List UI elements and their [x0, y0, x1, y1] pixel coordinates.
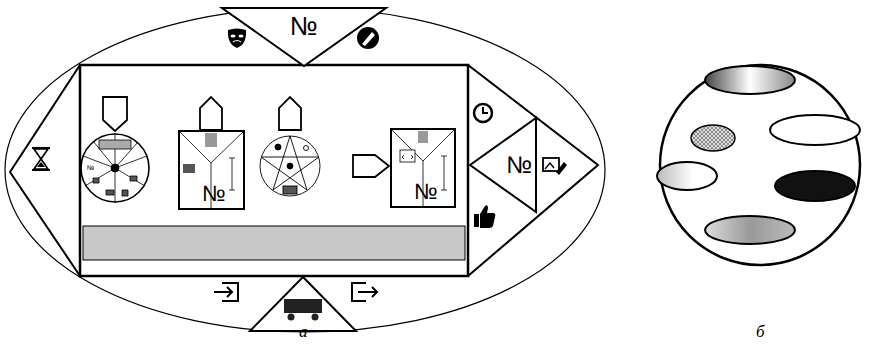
right-triangle: №	[470, 118, 536, 212]
grey-band	[83, 226, 465, 260]
hourglass-icon	[32, 148, 50, 170]
top-triangle: №	[222, 8, 386, 66]
square-box: №	[390, 128, 456, 208]
circle-segments	[83, 133, 147, 203]
part-label-holder: а	[299, 322, 308, 342]
cart-icon	[284, 299, 322, 321]
pointer-arrow	[103, 97, 127, 131]
main-rectangle	[80, 65, 468, 276]
part-label: а	[299, 322, 308, 341]
oval	[691, 125, 735, 151]
oval	[657, 162, 717, 190]
number-sign: №	[414, 180, 438, 204]
square-box: №	[178, 130, 245, 210]
pen-icon	[357, 27, 379, 49]
square-decor	[178, 130, 245, 210]
mask-icon	[228, 29, 246, 49]
square-decor	[390, 128, 456, 208]
pointer-arrow	[353, 155, 389, 177]
part-label-holder: б	[756, 322, 765, 342]
pointer-arrow	[200, 97, 222, 130]
number-sign: №	[87, 164, 95, 172]
exit-icon	[352, 283, 377, 301]
enter-icon	[214, 283, 238, 301]
oval	[775, 171, 855, 201]
pentagram-circle	[260, 136, 320, 196]
pointer-arrow	[279, 97, 301, 130]
sector-circle: №	[80, 133, 150, 203]
oval	[770, 115, 860, 145]
outer-ellipse	[5, 8, 605, 332]
thumb-icon	[474, 205, 495, 228]
number-sign: №	[202, 182, 226, 206]
hexagon-frame	[10, 65, 598, 276]
image-edit-icon	[543, 158, 567, 175]
oval	[705, 66, 795, 94]
clock-icon	[474, 104, 492, 122]
number-sign: №	[506, 152, 532, 178]
part-label: б	[756, 322, 765, 341]
oval	[705, 216, 795, 244]
number-sign: №	[290, 12, 318, 41]
